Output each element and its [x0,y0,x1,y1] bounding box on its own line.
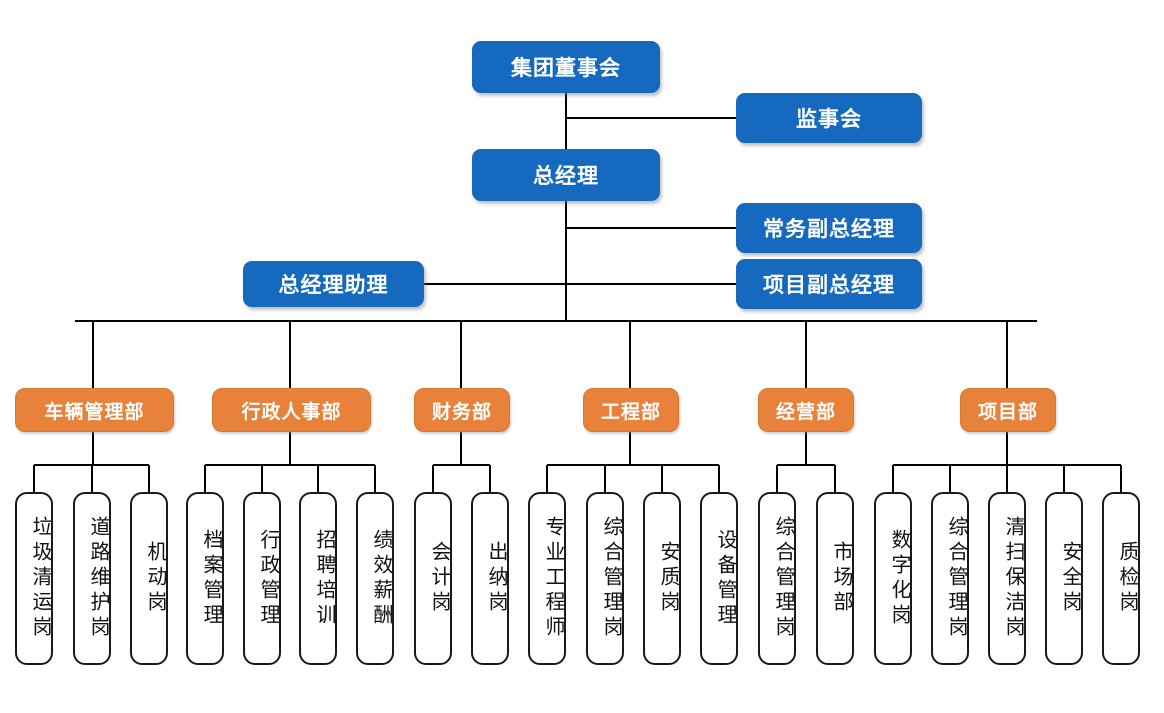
node-position-p18[interactable]: 清扫保洁岗 [988,492,1026,665]
node-position-p13[interactable]: 设备管理 [700,492,738,665]
node-label: 招聘培训 [313,528,337,629]
node-position-p03[interactable]: 机动岗 [130,492,168,665]
node-label: 经营部 [775,400,836,423]
node-label: 道路维护岗 [87,516,111,641]
node-dept-operation[interactable]: 经营部 [758,388,854,432]
node-label: 工程部 [600,400,661,423]
node-board[interactable]: 集团董事会 [472,41,660,93]
node-dept-project[interactable]: 项目部 [960,388,1056,432]
node-supervisory-board[interactable]: 监事会 [736,93,922,143]
node-dept-engineering[interactable]: 工程部 [583,388,679,432]
node-position-p02[interactable]: 道路维护岗 [73,492,111,665]
node-label: 常务副总经理 [763,217,895,241]
node-label: 监事会 [796,107,862,131]
node-position-p16[interactable]: 数字化岗 [874,492,912,665]
node-label: 设备管理 [714,528,738,629]
node-label: 财务部 [431,400,492,423]
node-label: 清扫保洁岗 [1002,516,1026,641]
node-label: 专业工程师 [542,516,566,641]
node-position-p10[interactable]: 专业工程师 [528,492,566,665]
node-position-p11[interactable]: 综合管理岗 [586,492,624,665]
node-label: 综合管理岗 [772,516,796,641]
node-label: 出纳岗 [485,541,509,616]
node-dept-finance[interactable]: 财务部 [414,388,510,432]
node-label: 绩效薪酬 [370,528,394,629]
node-general-manager[interactable]: 总经理 [472,149,660,201]
node-label: 行政管理 [257,528,281,629]
node-position-p08[interactable]: 会计岗 [414,492,452,665]
node-position-p12[interactable]: 安质岗 [643,492,681,665]
node-gm-assistant[interactable]: 总经理助理 [243,261,424,307]
node-dept-vehicle[interactable]: 车辆管理部 [15,388,174,432]
node-label: 车辆管理部 [44,400,145,423]
node-label: 总经理助理 [278,273,389,297]
node-position-p15[interactable]: 市场部 [816,492,854,665]
node-label: 集团董事会 [511,56,621,80]
node-label: 总经理 [533,164,599,188]
node-position-p04[interactable]: 档案管理 [186,492,224,665]
node-label: 行政人事部 [241,400,342,423]
node-label: 档案管理 [200,528,224,629]
node-label: 综合管理岗 [945,516,969,641]
node-position-p17[interactable]: 综合管理岗 [931,492,969,665]
node-dept-admin-hr[interactable]: 行政人事部 [212,388,371,432]
node-label: 综合管理岗 [600,516,624,641]
node-label: 安全岗 [1059,541,1083,616]
node-position-p20[interactable]: 质检岗 [1102,492,1140,665]
node-position-p19[interactable]: 安全岗 [1045,492,1083,665]
node-position-p05[interactable]: 行政管理 [243,492,281,665]
node-label: 会计岗 [428,541,452,616]
node-project-deputy-gm[interactable]: 项目副总经理 [736,259,922,309]
node-label: 市场部 [830,541,854,616]
node-position-p06[interactable]: 招聘培训 [299,492,337,665]
node-position-p09[interactable]: 出纳岗 [471,492,509,665]
node-label: 垃圾清运岗 [29,516,53,641]
node-executive-deputy-gm[interactable]: 常务副总经理 [736,203,922,253]
node-label: 项目部 [977,400,1038,423]
node-position-p01[interactable]: 垃圾清运岗 [15,492,53,665]
node-label: 数字化岗 [888,528,912,629]
node-label: 安质岗 [657,541,681,616]
node-position-p14[interactable]: 综合管理岗 [758,492,796,665]
node-label: 项目副总经理 [763,273,895,297]
node-label: 机动岗 [144,541,168,616]
node-label: 质检岗 [1116,541,1140,616]
node-position-p07[interactable]: 绩效薪酬 [356,492,394,665]
